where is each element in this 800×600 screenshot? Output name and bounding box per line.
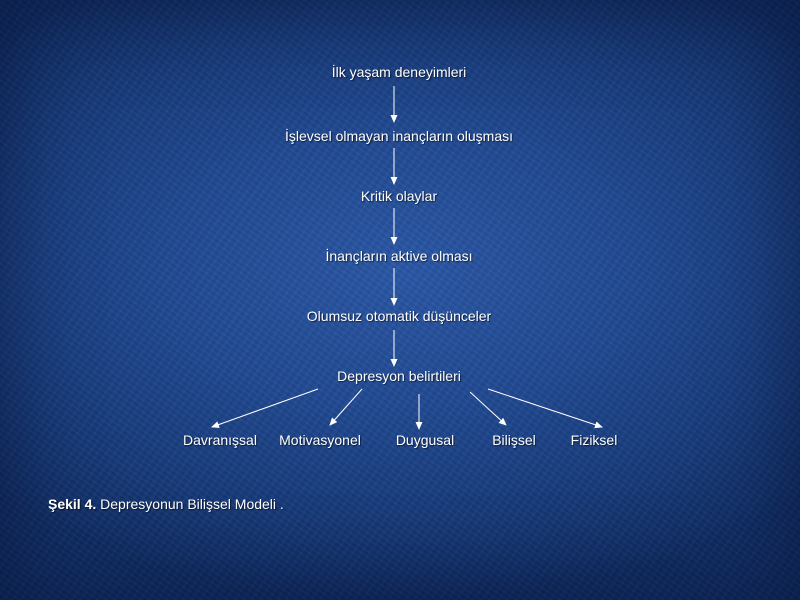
arrow-davranissal — [211, 388, 319, 428]
node-islevsel-olmayan-inanclar: İşlevsel olmayan inançların oluşması — [285, 128, 513, 144]
node-inanclarin-aktive-olmasi: İnançların aktive olması — [325, 248, 473, 264]
node-bilissel: Bilişsel — [492, 432, 536, 448]
node-olumsuz-otomatik-dusunceler: Olumsuz otomatik düşünceler — [306, 308, 492, 324]
node-motivasyonel: Motivasyonel — [279, 432, 361, 448]
node-depresyon-belirtileri: Depresyon belirtileri — [337, 368, 461, 384]
figure-caption: Şekil 4. Depresyonun Bilişsel Modeli . — [48, 496, 284, 512]
figure-caption-label: Şekil 4. — [48, 496, 97, 512]
arrow-bilissel — [469, 391, 507, 426]
node-davranissal: Davranışsal — [183, 432, 257, 448]
node-duygusal: Duygusal — [395, 432, 455, 448]
node-fiziksel: Fiziksel — [570, 432, 618, 448]
arrow-motivasyonel — [329, 388, 363, 426]
figure-caption-text: Depresyonun Bilişsel Modeli . — [96, 496, 284, 512]
arrow-fiziksel — [487, 388, 603, 429]
node-ilk-yasam-deneyimleri: İlk yaşam deneyimleri — [331, 64, 467, 80]
node-kritik-olaylar: Kritik olaylar — [360, 188, 438, 204]
